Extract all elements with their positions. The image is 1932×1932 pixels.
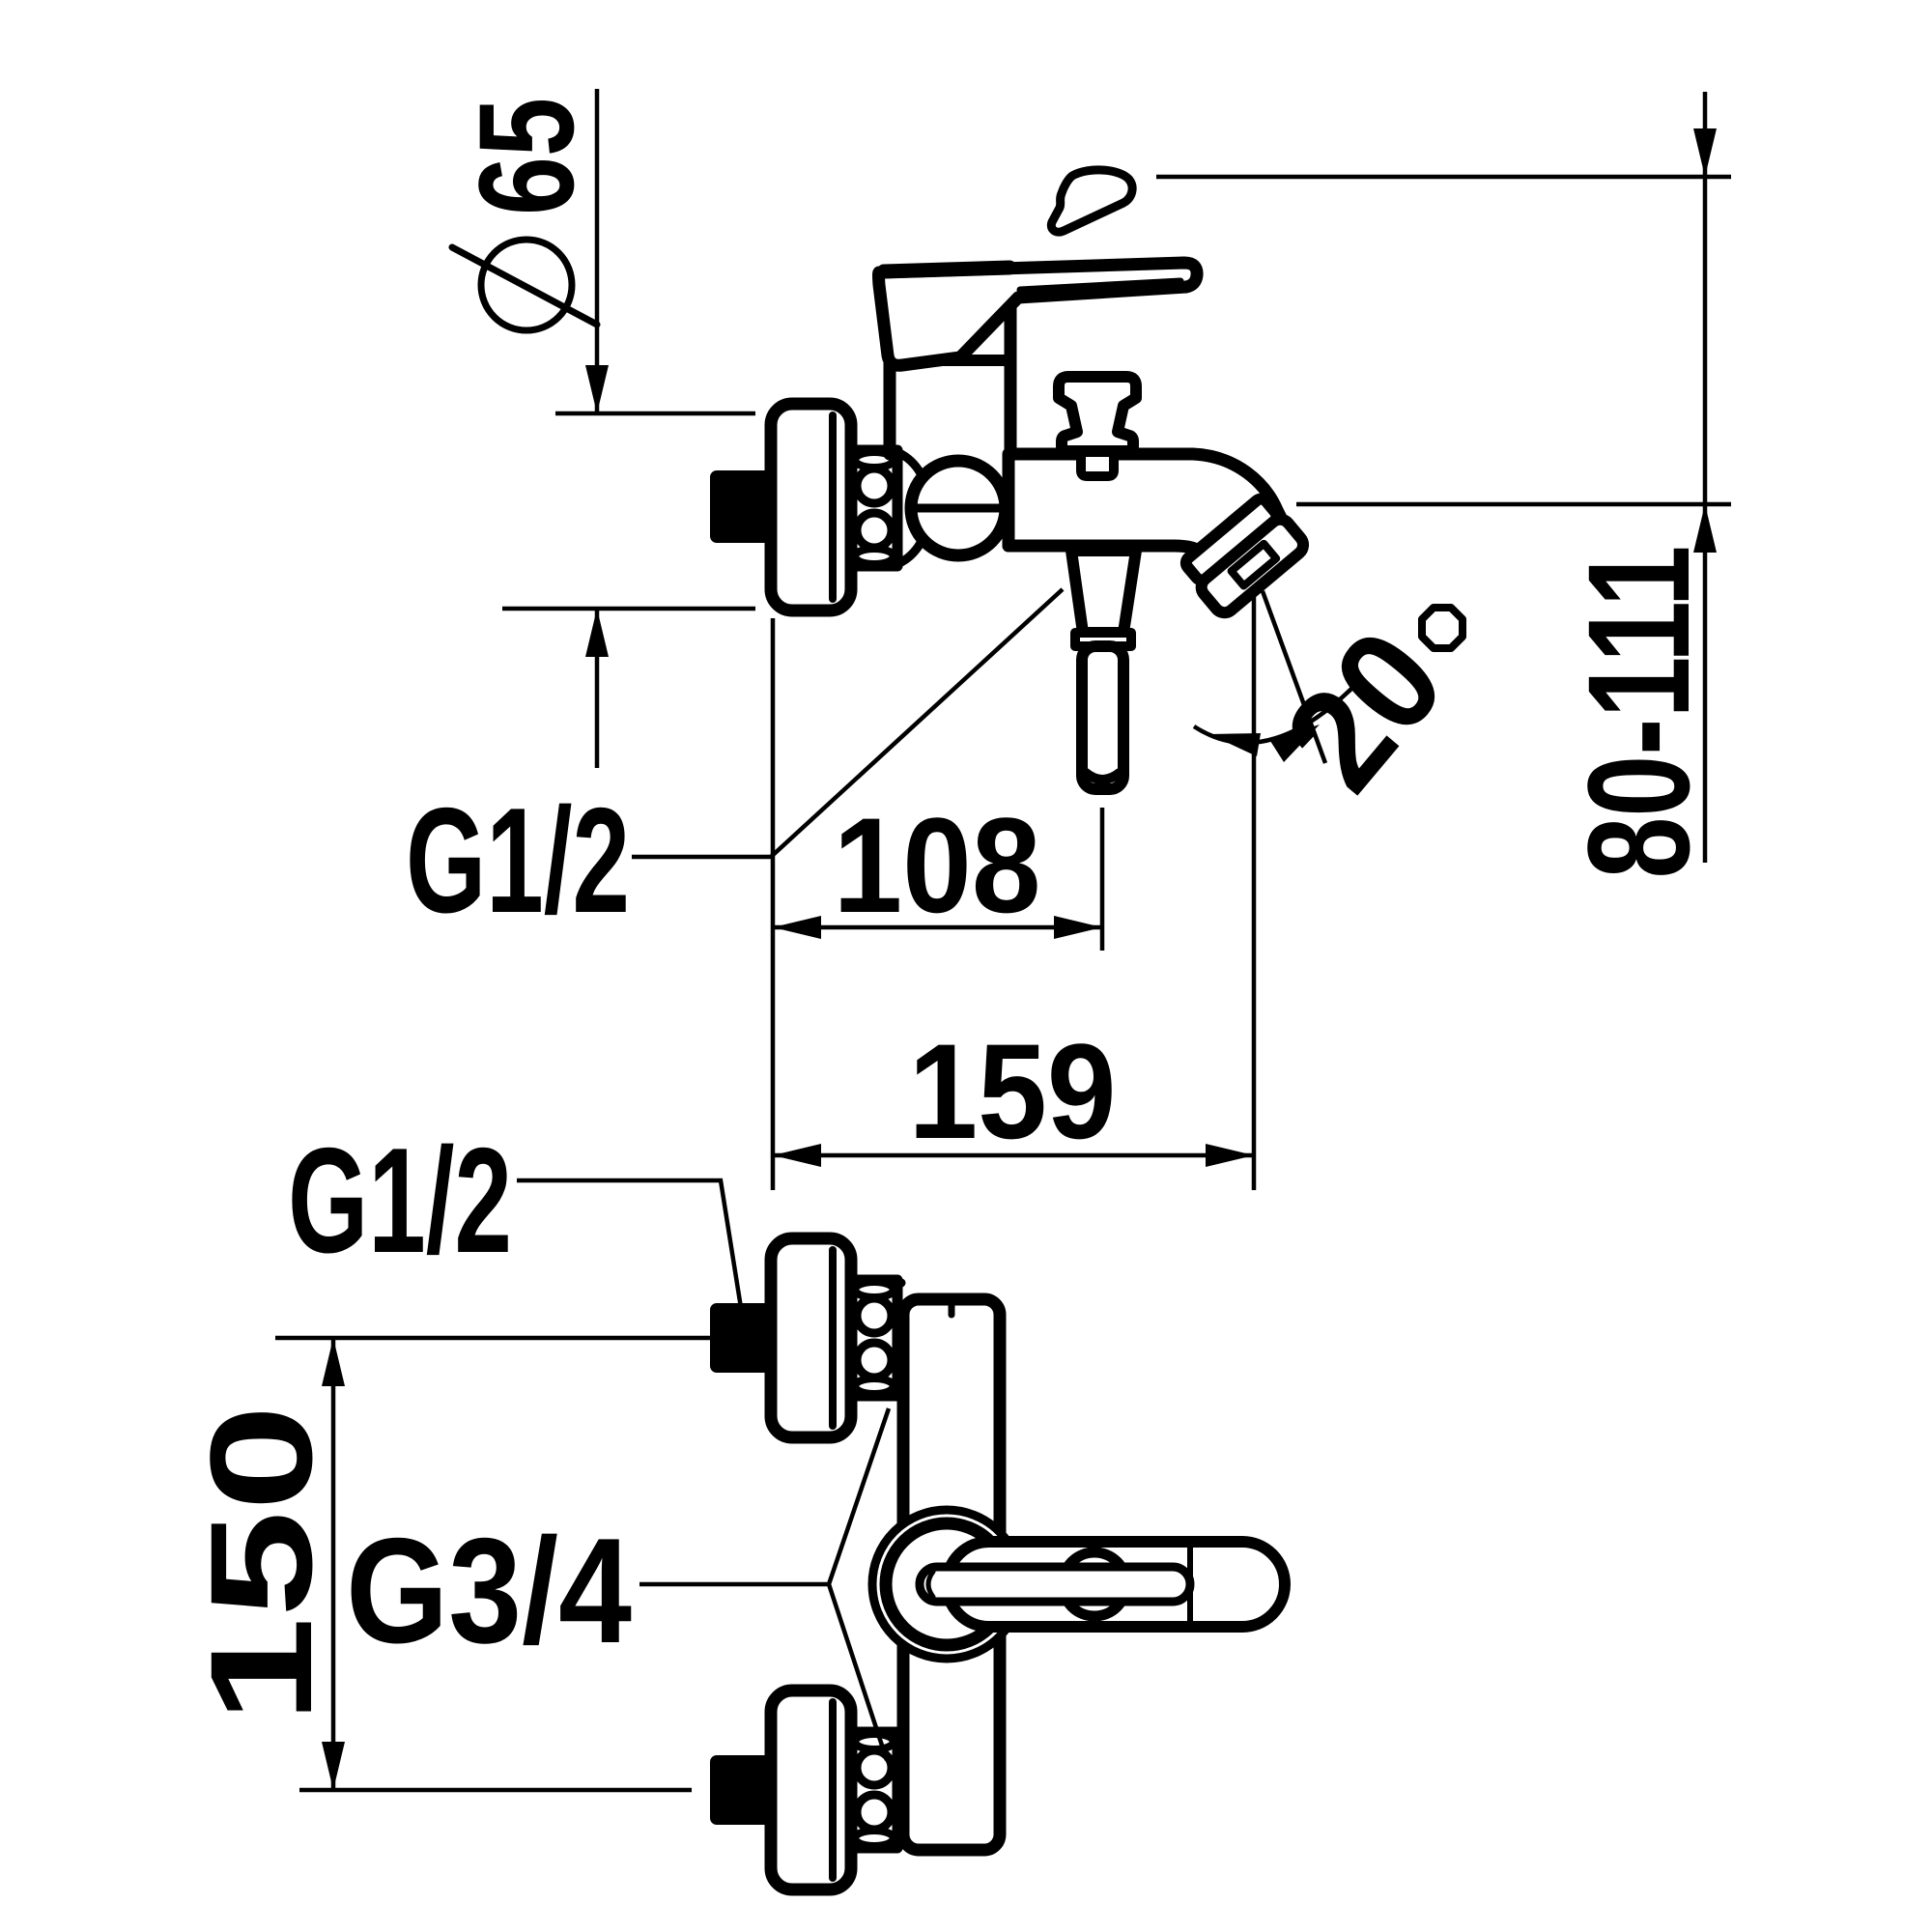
wall-flange (764, 397, 858, 617)
diverter-knob (1053, 371, 1142, 481)
dimension-text-108: 108 (834, 789, 1041, 941)
dimension-text-80-111: 80-111 (1557, 546, 1719, 879)
label-g12-supply: G1/2 (288, 1117, 512, 1284)
aerator (1179, 493, 1310, 619)
arrow-up (1693, 504, 1717, 553)
arrow-down (1693, 128, 1717, 177)
outlet-cone (1065, 545, 1142, 639)
label-g34-union: G3/4 (346, 1507, 632, 1674)
arrow-down (585, 365, 609, 413)
wall-nipple (710, 1755, 771, 1825)
dimension-text-65: 65 (450, 98, 602, 215)
handle-grip (915, 1562, 1195, 1606)
wall-nipple (710, 470, 771, 543)
arrow-arc-right (1270, 724, 1320, 762)
label-g12-handshower: G1/2 (406, 777, 630, 944)
leader-g12-supply (517, 1178, 745, 1315)
wall-nipple (710, 1303, 771, 1373)
degree-symbol (1418, 604, 1466, 652)
arrow-arc-left (1209, 733, 1261, 756)
wall-flange (764, 1684, 858, 1896)
lever-handle (872, 256, 1204, 461)
leader-g12-handshower (632, 587, 1065, 860)
dimension-flange-diameter: 65 (448, 89, 755, 768)
front-view (710, 1232, 1291, 1896)
dimension-text-20: 20 (1254, 600, 1474, 819)
supply-connection-bottom (710, 1684, 906, 1896)
wall-flange (764, 1232, 858, 1444)
dimension-text-150: 150 (180, 1405, 342, 1723)
arrow-down (322, 1742, 345, 1790)
leader-g34-union (639, 1407, 892, 1761)
wall-connection (710, 397, 934, 617)
handshower-outlet (1065, 545, 1142, 795)
arrow-right (1206, 1144, 1254, 1167)
lever-blade (872, 256, 1204, 372)
thread-labels: G1/2 G1/2 G3/4 (288, 587, 1065, 1761)
outlet-tube-rim (1081, 768, 1124, 784)
diameter-symbol (448, 236, 601, 334)
arrow-up (322, 1338, 345, 1386)
grip-cap-line (925, 1569, 936, 1600)
arrow-up (585, 609, 609, 657)
arrow-left (773, 1144, 821, 1167)
arrow-right (1054, 916, 1102, 939)
dimension-150: 150 (180, 1335, 717, 1793)
lever-raised-outline (1046, 165, 1137, 237)
outlet-tube (1076, 640, 1129, 795)
dimension-angle: 20 (1192, 587, 1474, 1190)
dimension-108: 108 (770, 618, 1105, 1190)
arrow-left (773, 916, 821, 939)
lever-inner-line (1016, 277, 1184, 294)
lever-top-face (876, 260, 1017, 279)
side-view (710, 165, 1310, 795)
dimension-height-range: 80-111 (1156, 92, 1731, 879)
dimension-159: 159 (773, 1015, 1254, 1167)
dimension-text-159: 159 (909, 1015, 1117, 1167)
supply-connection-top (710, 1232, 906, 1444)
